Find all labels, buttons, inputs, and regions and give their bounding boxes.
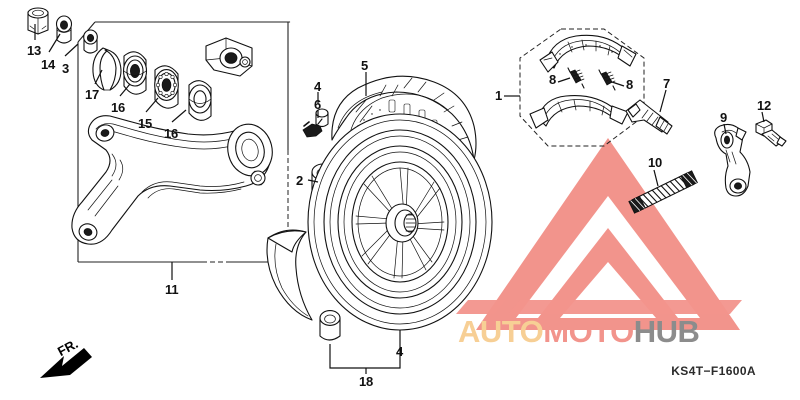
callout-8b: 8	[626, 77, 634, 92]
part-3-collar	[83, 29, 98, 54]
callout-2: 2	[296, 173, 304, 188]
part-8b-brake-spring	[598, 69, 616, 91]
part-8a-brake-spring	[567, 67, 585, 89]
callout-14: 14	[41, 57, 56, 72]
callout-11: 11	[165, 282, 179, 297]
callout-4a: 4	[314, 79, 322, 94]
part-16a-bearing	[122, 51, 148, 95]
callout-7: 7	[663, 76, 671, 91]
part-14-washer	[55, 15, 73, 44]
part-4b-rear-wheel	[307, 113, 493, 345]
callout-18: 18	[359, 374, 374, 389]
part-13-axle-nut	[27, 7, 49, 35]
part-1-brake-shoe-upper	[539, 34, 637, 73]
callout-12: 12	[757, 98, 772, 113]
part-17-snap-ring	[92, 47, 122, 91]
part-15-ball-bearing	[154, 65, 179, 109]
callout-3: 3	[62, 61, 70, 76]
callout-9: 9	[720, 110, 728, 125]
fr-direction-arrow	[40, 348, 92, 378]
part-12-flange-bolt	[755, 119, 787, 147]
callout-16a: 16	[111, 100, 126, 115]
callout-8a: 8	[549, 72, 557, 87]
part-16b-oil-seal	[188, 80, 212, 121]
callout-13: 13	[27, 43, 42, 58]
callout-17: 17	[85, 87, 100, 102]
part-4-valve-stem	[302, 118, 323, 138]
part-5-tire	[266, 75, 477, 321]
callout-10: 10	[648, 155, 663, 170]
callout-1: 1	[495, 88, 503, 103]
part-10-return-spring	[628, 170, 698, 214]
callout-15: 15	[138, 116, 153, 131]
leader-lines	[34, 24, 765, 280]
callout-5: 5	[361, 58, 369, 73]
part-9-brake-arm	[714, 123, 751, 197]
callout-16b: 16	[164, 126, 179, 141]
part-number-text: KS4T−F1600A	[671, 364, 756, 378]
part-1-brake-shoe-lower	[529, 95, 629, 129]
part-11-rear-knuckle	[71, 37, 273, 245]
group-box-1-brake-shoe-set	[519, 28, 645, 147]
callout-4b: 4	[396, 344, 404, 359]
part-7-brake-cam-pin	[625, 99, 673, 135]
callout-6: 6	[314, 97, 322, 112]
part-18-bushing	[319, 310, 401, 374]
